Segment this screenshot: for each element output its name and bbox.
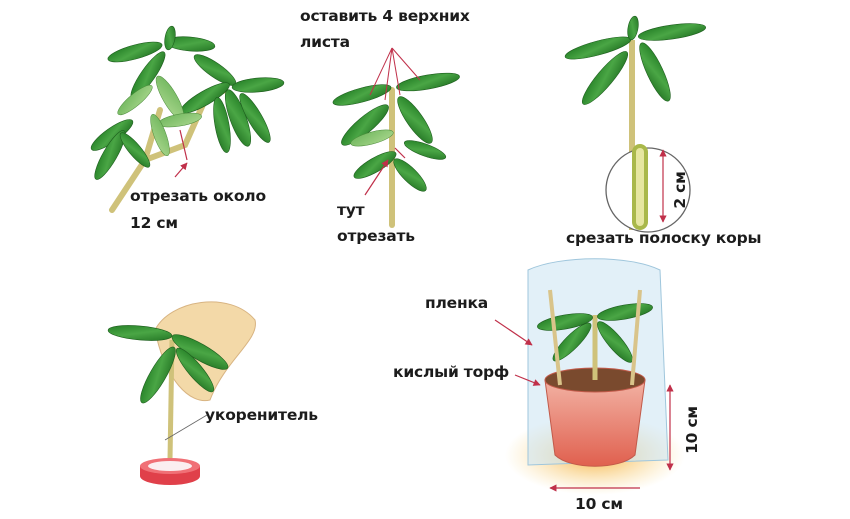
step4-label-rooting-hormone: укоренитель (205, 406, 318, 424)
step3-label-2cm: 2 см (671, 171, 689, 209)
step2-label-keep-4-leaves: оставить 4 верхних (300, 7, 470, 25)
step2-label-here: тут (337, 201, 365, 219)
step2-label-cut: отрезать (337, 227, 415, 245)
bark-strip-illustration (564, 15, 706, 233)
pot-with-film-illustration (494, 258, 685, 495)
step5-label-acid-peat: кислый торф (393, 363, 510, 381)
step2-label-leaves: листа (300, 33, 350, 51)
rooting-hormone-illustration (107, 301, 256, 485)
step5-label-height-10cm: 10 см (683, 406, 701, 454)
branch-illustration (90, 25, 285, 213)
step5-label-film: пленка (425, 294, 489, 312)
cutting-illustration (332, 47, 460, 228)
step5-label-width-10cm: 10 см (575, 495, 623, 513)
step1-label-cut-about: отрезать около (130, 187, 266, 205)
step1-label-12cm: 12 см (130, 214, 178, 232)
step3-label-strip-bark: срезать полоску коры (566, 229, 762, 247)
